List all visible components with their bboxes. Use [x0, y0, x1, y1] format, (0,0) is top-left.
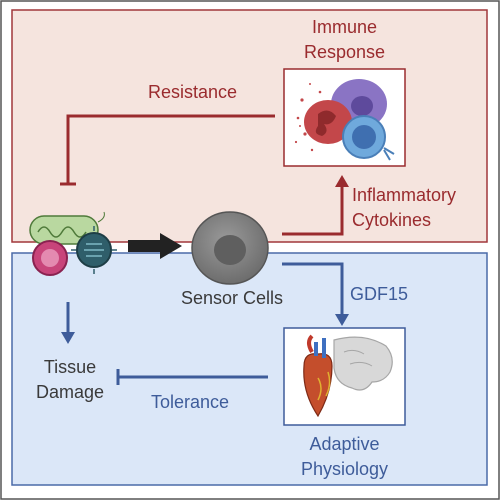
pathogen-cluster-icon: [29, 211, 117, 276]
heart-brain-icon: [283, 327, 406, 426]
cytokines-arrow: [282, 184, 344, 236]
sensor-cells-label: Sensor Cells: [180, 288, 284, 308]
gdf15-arrow: [282, 262, 344, 318]
gdf15-label: GDF15: [350, 284, 409, 304]
sensor-cell-icon: [191, 211, 269, 285]
immune-response-label: Immune Response: [284, 15, 405, 65]
inflammatory-cytokines-line-2: Cytokines: [352, 210, 432, 230]
gdf15-arrowhead: [335, 314, 349, 326]
adaptive-physiology-line-2: Physiology: [300, 459, 389, 479]
adaptive-physiology-label: Adaptive Physiology: [284, 432, 405, 482]
immune-cells-icon: [283, 68, 406, 167]
inflammatory-cytokines-label: Inflammatory Cytokines: [352, 183, 482, 233]
immune-response-line-1: Immune: [311, 17, 378, 37]
resistance-arrow: [66, 114, 275, 184]
tolerance-label: Tolerance: [150, 392, 230, 412]
detection-arrow: [128, 233, 182, 259]
tissue-damage-line-1: Tissue: [43, 357, 97, 377]
adaptive-physiology-line-1: Adaptive: [309, 434, 380, 454]
inflammatory-cytokines-line-1: Inflammatory: [352, 185, 457, 205]
cytokines-arrowhead: [335, 175, 349, 187]
immune-response-line-2: Response: [303, 42, 386, 62]
immune-panel: [11, 9, 488, 243]
resistance-label: Resistance: [147, 82, 238, 102]
tissue-damage-line-2: Damage: [35, 382, 105, 402]
tissue-damage-label: Tissue Damage: [28, 355, 112, 405]
damage-arrowhead: [61, 332, 75, 344]
